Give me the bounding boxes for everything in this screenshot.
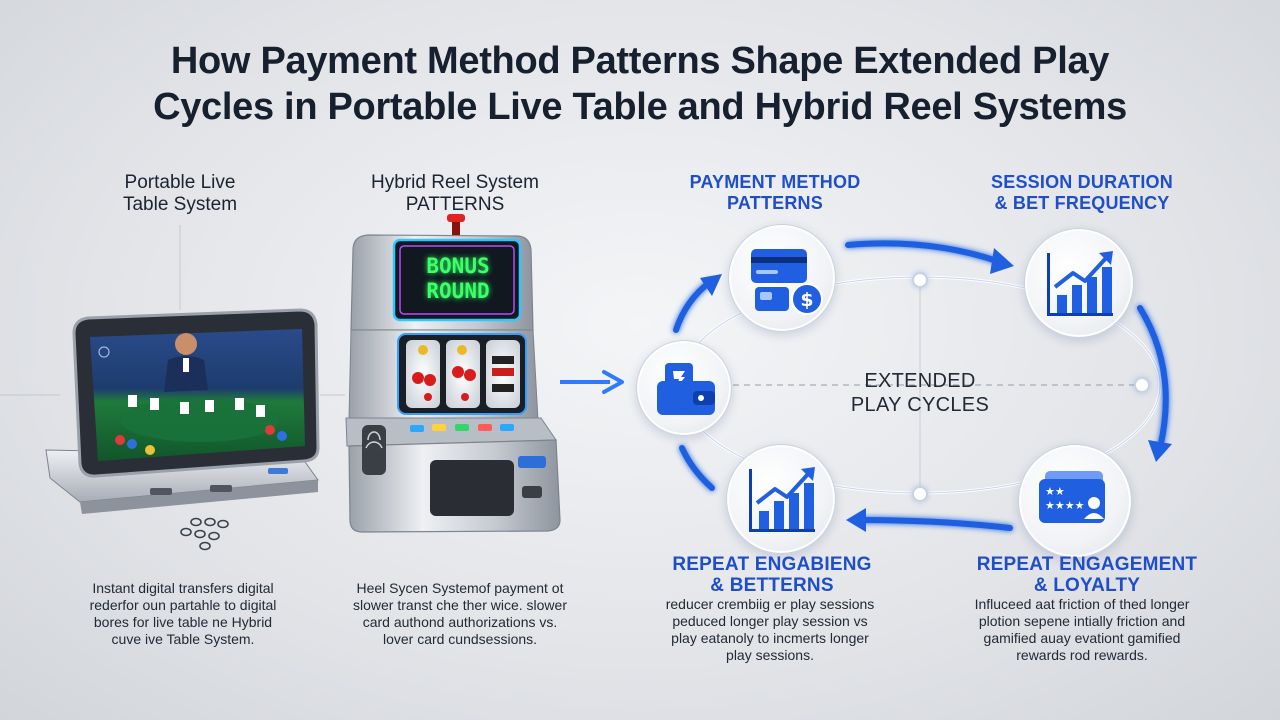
svg-text:$: $ — [800, 289, 813, 311]
session-heading-line-2: & BET FREQUENCY — [994, 193, 1170, 213]
hybrid-desc-line: Heel Sycen Systemof payment ot — [356, 580, 564, 596]
title-line-2: Cycles in Portable Live Table and Hybrid… — [153, 86, 1127, 128]
bonus-screen-line-2: ROUND — [426, 279, 490, 303]
repeat-engagement-right-heading: REPEAT ENGAGEMENT & LOYALTY — [962, 554, 1212, 596]
portable-desc-line: rederfor oun partahle to digital — [89, 597, 277, 613]
repeat-engagement-left-description: reducer crembiig er play sessions peduce… — [640, 596, 900, 664]
repeat-right-desc-line: rewards rod rewards. — [1016, 647, 1148, 663]
repeat-left-desc-line: peduced longer play session vs — [672, 613, 868, 629]
flow-arrow — [560, 370, 624, 394]
bonus-screen-line-1: BONUS — [426, 254, 490, 278]
bar-chart-growth-icon — [749, 467, 815, 532]
payment-heading-line-2: PATTERNS — [727, 193, 823, 213]
page-title: How Payment Method Patterns Shape Extend… — [0, 38, 1280, 130]
repeat-left-desc-line: play sessions. — [726, 647, 814, 663]
session-heading-line-1: SESSION DURATION — [991, 172, 1173, 192]
center-label-line-2: PLAY CYCLES — [850, 394, 990, 416]
payment-heading-line-1: PAYMENT METHOD — [689, 172, 861, 192]
extended-play-cycles-label: EXTENDED PLAY CYCLES — [820, 369, 1020, 417]
repeat-engagement-right-description: Influceed aat friction of thed longer pl… — [952, 596, 1212, 664]
portable-description: Instant digital transfers digital rederf… — [58, 580, 308, 648]
wallet-circle — [636, 340, 732, 436]
svg-text:★★: ★★ — [1045, 485, 1065, 498]
cycle-node-bottom — [912, 486, 928, 502]
wallet-icon — [657, 363, 715, 415]
repeat-right-desc-line: gamified auay evationt gamified — [983, 630, 1181, 646]
cycle-node-right — [1134, 377, 1150, 393]
loyalty-card-icon: ★★ ★★★★ — [1039, 471, 1105, 523]
session-duration-heading: SESSION DURATION & BET FREQUENCY — [962, 172, 1202, 214]
hybrid-desc-line: card authond authorizations vs. — [362, 614, 558, 630]
credit-card-and-dollar-icon: $ — [751, 249, 823, 315]
portable-heading-line-2: Table System — [122, 194, 238, 215]
repeat-right-heading-line-2: & LOYALTY — [1033, 575, 1141, 596]
repeat-right-heading-line-1: REPEAT ENGAGEMENT — [976, 554, 1198, 575]
hybrid-heading-line-2: PATTERNS — [405, 194, 505, 215]
repeat-right-desc-line: Influceed aat friction of thed longer — [974, 596, 1190, 612]
hybrid-heading-line-1: Hybrid Reel System — [371, 172, 539, 193]
repeat-right-desc-line: plotion sepene intially friction and — [978, 613, 1186, 629]
hybrid-description: Heel Sycen Systemof payment ot slower tr… — [330, 580, 590, 648]
slot-machine — [345, 214, 561, 533]
repeat-left-heading-line-2: & BETTERNS — [710, 575, 834, 596]
svg-text:★★★★: ★★★★ — [1045, 499, 1085, 512]
hybrid-desc-line: lover card cundsessions. — [382, 631, 538, 647]
repeat-left-desc-line: reducer crembiig er play sessions — [665, 596, 875, 612]
portable-heading: Portable Live Table System — [80, 172, 280, 216]
portable-desc-line: Instant digital transfers digital — [92, 580, 274, 596]
center-label-line-1: EXTENDED — [864, 370, 976, 392]
tablet-device — [45, 308, 320, 551]
cycle-arrowheads — [700, 248, 1172, 532]
cycle-node-top — [912, 272, 928, 288]
title-line-1: How Payment Method Patterns Shape Extend… — [170, 40, 1110, 82]
repeat-engagement-left-circle — [726, 444, 836, 554]
payment-method-circle: $ — [728, 224, 836, 332]
bonus-screen-text: BONUS ROUND — [396, 254, 520, 304]
cycle-arrows — [673, 240, 1169, 531]
bar-chart-growth-icon — [1047, 251, 1113, 316]
loyalty-circle: ★★ ★★★★ — [1018, 444, 1132, 558]
hybrid-heading: Hybrid Reel System PATTERNS — [330, 172, 580, 216]
session-duration-circle — [1024, 228, 1134, 338]
repeat-left-desc-line: play eatanoly to incmerts longer — [671, 630, 869, 646]
hybrid-desc-line: slower transt che ther wice. slower — [353, 597, 567, 613]
repeat-left-heading-line-1: REPEAT ENGABIENG — [672, 554, 872, 575]
portable-desc-line: cuve ive Table System. — [111, 631, 255, 647]
repeat-engagement-left-heading: REPEAT ENGABIENG & BETTERNS — [652, 554, 892, 596]
payment-method-heading: PAYMENT METHOD PATTERNS — [660, 172, 890, 214]
portable-desc-line: bores for live table ne Hybrid — [93, 614, 273, 630]
portable-heading-line-1: Portable Live — [124, 172, 236, 193]
